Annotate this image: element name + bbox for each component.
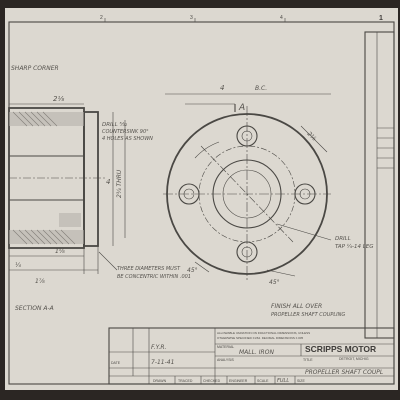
dim-4-top: 4 [220,84,224,92]
title-block-company: SCRIPPS MOTOR [305,344,376,354]
title-block-scale-label: SCALE [257,379,269,383]
dim-4-vertical: 4 [106,178,110,186]
dim-45-left: 45° [187,267,198,274]
sharp-corner-note: SHARP CORNER [11,65,59,72]
dim-2-1-8-top: 2⅛ [53,95,64,103]
finish-note-1: FINISH ALL OVER [271,303,322,310]
dim-2-1-8-diag: 2⅛ [306,130,318,142]
title-block-title-label: TITLE [303,358,313,362]
drill-note-1: DRILL ⁵⁄₃₂ [102,121,128,128]
title-block-analysis-label: ANALYSIS [217,358,235,362]
dim-1-4: ¼ [15,262,21,269]
location-mark-2: 2 [100,15,103,21]
right-strip [364,31,395,339]
title-block-date: 7-11-41 [151,359,174,366]
section-view [8,103,126,274]
section-label: SECTION A-A [15,305,54,312]
title-block-drawn-by: F.Y.R. [151,344,167,351]
dim-2-3-4-thru: 2¾ THRU [116,169,123,198]
title-block-date-label: DATE [111,361,121,365]
three-diameters-note-1: THREE DIAMETERS MUST [117,266,181,272]
drawing-sheet: 2 3 4 1 [5,8,398,390]
title-block-tolerance-2: OTHERWISE SPECIFIED ±1/64. DECIMAL DIMEN… [217,336,303,340]
title-block [108,327,395,385]
front-view [163,93,332,282]
dim-bc: B.C. [255,85,267,92]
title-block-traced-label: TRACED [178,379,193,383]
section-letter-a: A [238,103,245,113]
three-diameters-note-2: BE CONCENTRIC WITHIN .001 [117,274,191,280]
title-block-drawn-label: DRAWN [153,379,167,383]
title-block-size-label: SIZE [297,379,305,383]
title-block-scale: FULL [277,378,289,384]
finish-note-2: PROPELLER SHAFT COUPLING [271,312,345,318]
title-block-engineer-label: ENGINEER [229,379,248,383]
dim-1-7-8: 1⅞ [35,278,45,285]
title-block-city: DETROIT, MICHIG [339,357,369,361]
title-block-material-label: MATERIAL [217,345,234,349]
dim-45-bottom: 45° [269,279,280,286]
title-block-material: MALL. IRON [239,349,274,356]
drill-tap-note-1: DRILL [335,236,351,242]
title-block-checked-label: CHECKED [203,379,221,383]
drill-tap-note-2: TAP ¼-14 LEG [335,244,374,250]
drill-note-3: 4 HOLES AS SHOWN [102,136,153,142]
location-mark-4: 4 [280,15,283,21]
drill-note-2: COUNTERSINK 90° [102,129,149,135]
top-location-ticks [104,18,286,22]
engineering-drawing: 2 3 4 1 [8,15,395,385]
leader-concentric [98,251,118,271]
sheet-border [8,21,395,385]
title-block-tolerance-1: ALLOWABLE VARIATION ON FRACTIONAL DIMENS… [217,331,310,335]
dim-1-5-8: 1⅝ [55,248,65,255]
location-mark-3: 3 [190,15,193,21]
sheet-number: 1 [379,15,383,22]
title-block-title: PROPELLER SHAFT COUPL [305,369,383,376]
